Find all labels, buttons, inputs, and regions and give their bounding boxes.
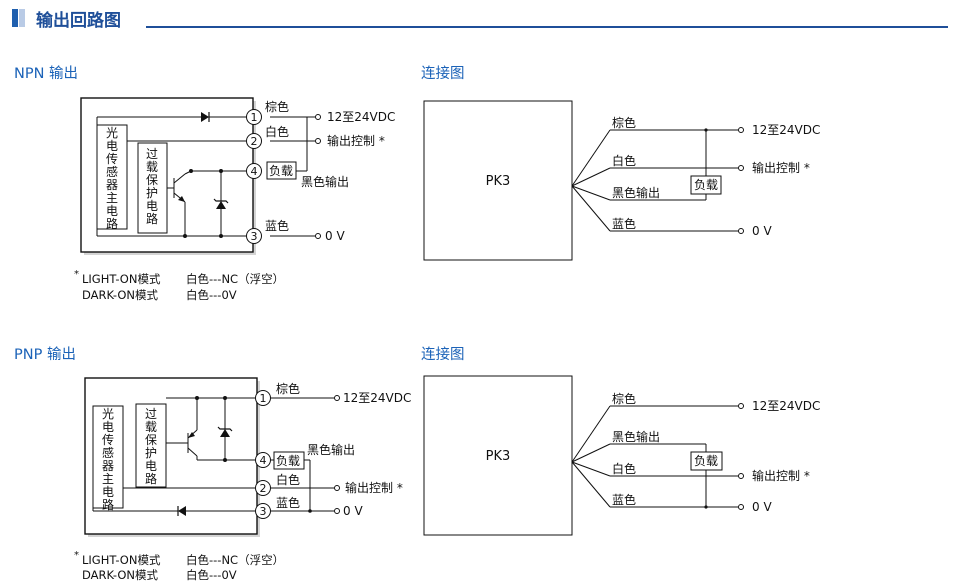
pnp-white-label: 白色	[276, 472, 300, 487]
pnp-conn-load-label: 负载	[694, 454, 718, 468]
pnp-zero-v-label: 0 V	[343, 504, 363, 518]
pnp-conn-blue-label: 蓝色	[612, 493, 636, 507]
pnp-conn-title: 连接图	[421, 347, 465, 363]
pnp-blue-label: 蓝色	[276, 496, 300, 510]
npn-note-asterisk: *	[74, 269, 79, 280]
pnp-pk3-box	[423, 375, 573, 536]
npn-brown-label: 棕色	[265, 99, 289, 114]
npn-conn-supply-label: 12至24VDC	[752, 123, 820, 137]
header-title: 输出回路图	[36, 11, 121, 31]
npn-conn-title: 连接图	[421, 66, 465, 82]
npn-output-control-label: 输出控制 *	[327, 133, 385, 148]
npn-note-dark-on-value: 白色---0V	[186, 288, 237, 302]
pnp-conn-zero-v-label: 0 V	[752, 500, 772, 514]
pnp-pin-2: 2	[260, 482, 267, 495]
pnp-conn-white-label: 白色	[612, 461, 636, 476]
npn-pin-circles	[246, 109, 262, 244]
npn-black-output-label: 黑色输出	[301, 174, 349, 189]
npn-note-light-on-value: 白色---NC（浮空）	[186, 272, 285, 286]
npn-blue-label: 蓝色	[265, 219, 289, 233]
npn-protect-circuit-label: 过载保护电路	[146, 147, 158, 226]
pnp-conn-output-control-label: 输出控制 *	[752, 468, 810, 483]
npn-note-light-on: LIGHT-ON模式	[82, 272, 161, 286]
header-rule	[146, 26, 948, 28]
pnp-note-asterisk: *	[74, 550, 79, 561]
npn-pin-3: 3	[251, 230, 258, 243]
npn-zero-v-label: 0 V	[325, 229, 345, 243]
npn-mode-notes: * LIGHT-ON模式 白色---NC（浮空） DARK-ON模式 白色---…	[74, 269, 334, 304]
npn-white-label: 白色	[265, 124, 289, 139]
pnp-pin-circles	[255, 390, 271, 519]
pnp-note-light-on: LIGHT-ON模式	[82, 553, 161, 567]
section-header: 输出回路图	[12, 6, 948, 32]
npn-conn-blue-label: 蓝色	[612, 217, 636, 231]
npn-conn-load-label: 负载	[694, 178, 718, 192]
npn-connection-diagram: PK3 棕色 白色 黑色输出 蓝色 负载 12至24VDC 输出控制 * 0 V	[423, 100, 820, 261]
pnp-conn-brown-label: 棕色	[612, 391, 636, 406]
pnp-pin-4: 4	[260, 454, 267, 467]
npn-pin-2: 2	[251, 135, 258, 148]
pnp-pin-3: 3	[260, 505, 267, 518]
npn-pin-4: 4	[251, 165, 258, 178]
npn-conn-zero-v-label: 0 V	[752, 224, 772, 238]
npn-conn-brown-label: 棕色	[612, 115, 636, 130]
npn-conn-black-label: 黑色输出	[612, 185, 660, 200]
npn-conn-white-label: 白色	[612, 153, 636, 168]
pnp-circuit-diagram: 1 4 2 3 光电传感器主电路 过载保护电路 棕色 白色 蓝色 负载 黑色输出…	[84, 377, 411, 537]
pnp-note-dark-on: DARK-ON模式	[82, 568, 158, 582]
pnp-conn-supply-label: 12至24VDC	[752, 399, 820, 413]
npn-title: NPN 输出	[14, 66, 79, 82]
npn-main-circuit-label: 光电传感器主电路	[106, 126, 118, 231]
pnp-conn-black-label: 黑色输出	[612, 429, 660, 444]
pnp-output-control-label: 输出控制 *	[345, 480, 403, 495]
header-accent-bar-light	[19, 9, 25, 27]
pnp-note-dark-on-value: 白色---0V	[186, 568, 237, 582]
pnp-note-light-on-value: 白色---NC（浮空）	[186, 553, 285, 567]
pnp-title: PNP 输出	[14, 347, 76, 363]
pnp-supply-label: 12至24VDC	[343, 391, 411, 405]
npn-supply-label: 12至24VDC	[327, 110, 395, 124]
pnp-brown-label: 棕色	[276, 381, 300, 396]
npn-load-label: 负载	[269, 164, 293, 178]
pnp-black-output-label: 黑色输出	[307, 442, 355, 457]
npn-pk3-box	[423, 100, 573, 261]
npn-pin-1: 1	[251, 111, 258, 124]
npn-pk3-label: PK3	[486, 174, 511, 189]
pnp-main-circuit-label: 光电传感器主电路	[102, 407, 114, 512]
pnp-load-label: 负载	[276, 454, 300, 468]
npn-circuit-diagram: 1 2 4 3 光电传感器主电路 过载保护电路 棕色 白色 蓝色 负载 黑色输出…	[80, 97, 395, 255]
pnp-mode-notes: * LIGHT-ON模式 白色---NC（浮空） DARK-ON模式 白色---…	[74, 550, 334, 585]
pnp-pin-1: 1	[260, 392, 267, 405]
pnp-pk3-label: PK3	[486, 449, 511, 464]
npn-note-dark-on: DARK-ON模式	[82, 288, 158, 302]
header-accent-bar	[12, 9, 18, 27]
pnp-protect-circuit-label: 过载保护电路	[145, 407, 157, 486]
npn-conn-output-control-label: 输出控制 *	[752, 160, 810, 175]
